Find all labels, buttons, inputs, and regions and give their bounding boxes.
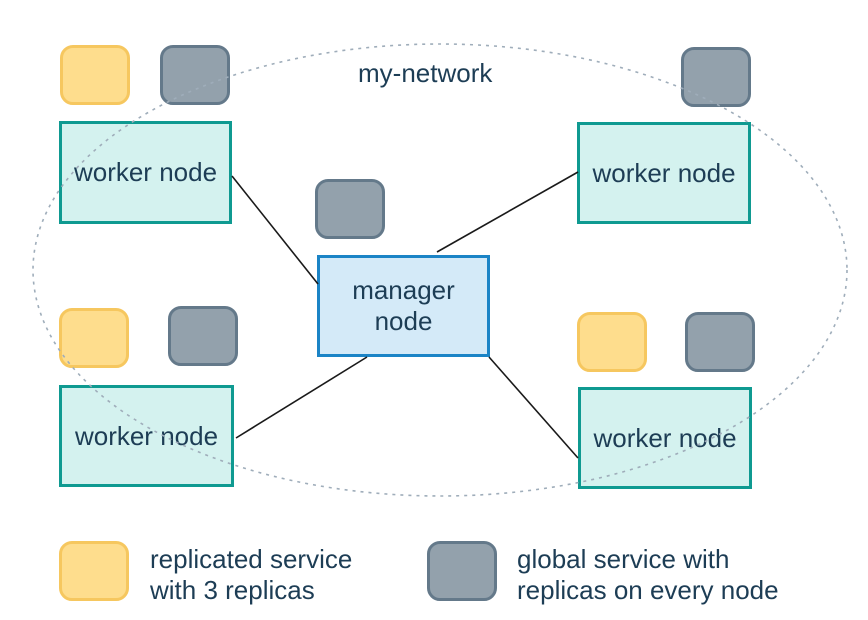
global-service-icon [168, 306, 238, 366]
replicated-service-icon [60, 45, 130, 105]
worker-node-label: worker node [593, 422, 737, 453]
worker-node-label: worker node [73, 157, 218, 187]
legend-global-service-icon [427, 541, 497, 601]
connector-manager-worker-bl [235, 356, 368, 439]
global-service-icon [685, 312, 755, 372]
worker-node-label: worker node [74, 420, 219, 451]
global-service-icon [315, 179, 385, 239]
worker-node-bottom-left: worker node [59, 385, 234, 487]
connector-manager-worker-br [488, 356, 579, 459]
legend-global-label: global service with replicas on every no… [517, 544, 779, 605]
connector-manager-worker-tl [231, 175, 319, 285]
worker-node-bottom-right: worker node [578, 387, 752, 489]
legend-replicated-label: replicated service with 3 replicas [150, 544, 353, 605]
network-name-label: my-network [358, 58, 493, 88]
global-service-icon [681, 47, 751, 107]
legend-replicated-service-icon [59, 541, 129, 601]
worker-node-top-right: worker node [577, 122, 751, 224]
replicated-service-icon [59, 308, 129, 368]
replicated-service-icon [577, 312, 647, 372]
connector-manager-worker-tr [436, 171, 579, 253]
manager-node: manager node [317, 255, 490, 357]
global-service-icon [160, 45, 230, 105]
worker-node-top-left: worker node [59, 121, 232, 224]
manager-node-label: manager node [352, 275, 455, 336]
worker-node-label: worker node [592, 157, 736, 188]
